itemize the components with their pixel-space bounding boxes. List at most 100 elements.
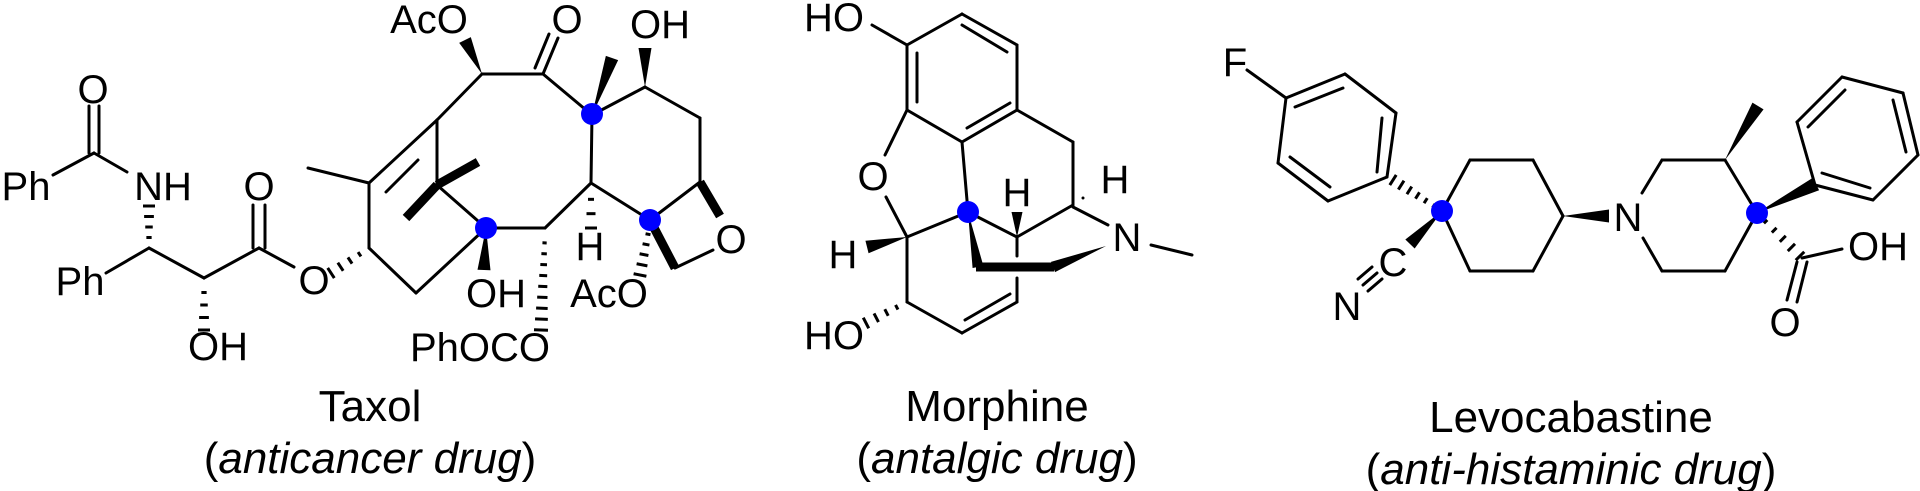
atom-label: PhOCO <box>410 326 550 370</box>
stereocenter-marker <box>1746 202 1768 224</box>
morphine-structure: HO O H HO H H N Morphine (antalgic drug) <box>804 0 1194 483</box>
hash-stroke <box>883 308 890 317</box>
wedge-bond <box>638 48 652 87</box>
atom-label: AcO <box>390 0 468 42</box>
stereocenter-marker <box>475 217 497 239</box>
hashed-bond <box>326 251 363 279</box>
stereocenter-marker <box>639 209 661 231</box>
atom-label: OH <box>630 3 690 47</box>
hash-stroke <box>346 256 354 265</box>
wedge-bond <box>1725 102 1764 160</box>
atom-label: Ph <box>56 260 105 304</box>
paren: ) <box>1762 445 1777 491</box>
hash-stroke <box>1388 174 1398 186</box>
paren: ( <box>1366 445 1381 491</box>
hash-stroke <box>1762 218 1769 225</box>
wedge-bond <box>1563 209 1609 223</box>
atom-label: O <box>857 155 888 199</box>
taxol-gem-methyl-bond <box>402 181 441 222</box>
wedge-bond <box>477 228 491 271</box>
taxol-structure: O Ph NH O Ph O OH AcO O OH OH H PhOCO Ac… <box>2 0 747 483</box>
atom-label: H <box>1003 171 1032 215</box>
hash-stroke <box>1405 185 1414 195</box>
hash-stroke <box>1794 250 1806 262</box>
taxol-oxetane-bond <box>696 179 724 219</box>
molecule-name: Levocabastine <box>1429 393 1713 442</box>
levocabastine-structure: F C N N OH O Levocabastine (anti-histami… <box>1223 41 1920 491</box>
hash-stroke <box>642 242 650 247</box>
wedge-bond <box>1011 212 1023 237</box>
atom-label: F <box>1223 41 1247 85</box>
atom-label: H <box>829 233 858 277</box>
hashed-bond <box>585 197 597 230</box>
hash-stroke <box>534 317 548 321</box>
hash-stroke <box>356 251 363 258</box>
hash-stroke <box>861 316 871 330</box>
hash-stroke <box>1778 234 1787 243</box>
stereocenter-marker <box>957 201 979 223</box>
atom-label: O <box>551 0 582 42</box>
atom-label: NH <box>134 165 192 209</box>
taxol-bonds <box>51 32 715 295</box>
paren: ) <box>522 434 537 483</box>
molecule-use: (anti-histaminic drug) <box>1366 445 1777 491</box>
atom-label: Ph <box>2 165 51 209</box>
hash-stroke <box>1786 242 1797 253</box>
hash-stroke <box>872 312 880 323</box>
atom-label: AcO <box>570 272 648 316</box>
use-text: anticancer drug <box>218 434 522 483</box>
atom-label: HO <box>804 314 864 358</box>
hashed-bond <box>143 204 155 239</box>
hash-stroke <box>1770 226 1778 234</box>
wedge-bond <box>459 37 482 74</box>
hash-stroke <box>1414 191 1421 200</box>
molecule-name: Taxol <box>319 382 422 431</box>
wedge-bond <box>592 55 619 115</box>
atom-label: OH <box>466 272 526 316</box>
levocabastine-bonds <box>1245 68 1920 304</box>
atom-label: N <box>1333 285 1362 329</box>
hash-stroke <box>633 272 647 278</box>
wedge-bond <box>968 212 984 268</box>
hash-stroke <box>1397 179 1406 191</box>
molecule-name: Morphine <box>905 382 1088 431</box>
atom-label: OH <box>1848 225 1908 269</box>
use-text: antalgic drug <box>871 434 1123 483</box>
hash-stroke <box>639 252 649 257</box>
wedge-bond <box>1757 177 1820 213</box>
atom-label: O <box>715 218 746 262</box>
atom-label: OH <box>188 325 248 369</box>
atom-label: O <box>243 165 274 209</box>
hashed-bond <box>1762 218 1806 262</box>
hashed-bond <box>198 291 210 332</box>
atom-label: O <box>77 68 108 112</box>
hash-stroke <box>894 304 900 311</box>
morphine-bonds <box>870 12 1194 335</box>
taxol-gem-methyl-bond <box>434 158 481 189</box>
paren: ( <box>856 434 871 483</box>
hash-stroke <box>533 328 549 332</box>
stereocenter-marker <box>1431 200 1453 222</box>
wedge-bond <box>865 237 907 254</box>
hashed-bond <box>861 304 900 330</box>
wedge-bond <box>1050 246 1106 273</box>
hash-stroke <box>326 267 336 279</box>
molecule-use: (antalgic drug) <box>856 434 1137 483</box>
molecule-use: (anticancer drug) <box>204 434 537 483</box>
atom-label: HO <box>804 0 864 40</box>
hash-stroke <box>636 262 648 268</box>
paren: ( <box>204 434 219 483</box>
atom-label: H <box>1101 158 1130 202</box>
hash-stroke <box>336 261 345 272</box>
hash-stroke <box>645 232 651 237</box>
atom-label: O <box>1769 301 1800 345</box>
hash-stroke <box>1422 197 1429 205</box>
use-text: anti-histaminic drug <box>1380 445 1762 491</box>
stereocenter-marker <box>581 103 603 125</box>
paren: ) <box>1123 434 1138 483</box>
atom-label: O <box>298 259 329 303</box>
atom-label: H <box>576 225 605 269</box>
wedge-bond <box>1405 211 1442 249</box>
hashed-bond <box>633 232 651 278</box>
